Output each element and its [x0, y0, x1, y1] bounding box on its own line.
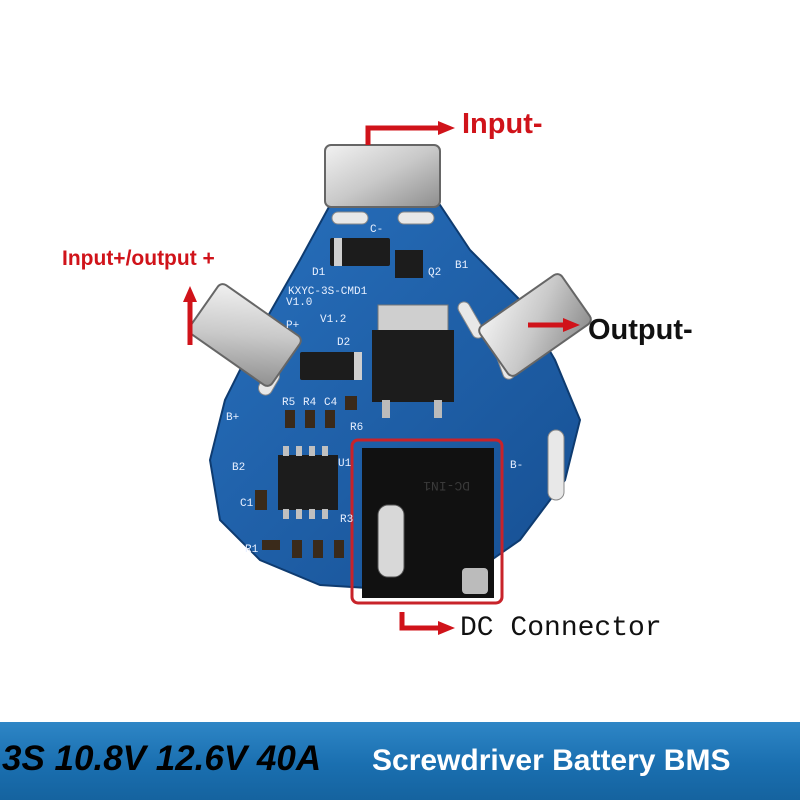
silk-c-minus: C-: [370, 224, 383, 236]
transistor-q2: [395, 250, 423, 278]
silk-r6: R6: [350, 422, 363, 434]
banner-spec-text: 3S 10.8V 12.6V 40A: [2, 739, 322, 778]
silk-r1: R1: [245, 544, 259, 556]
silk-version-a: V1.0: [286, 297, 312, 309]
label-dc-connector: DC Connector: [460, 613, 662, 644]
tab-input-pos: [188, 283, 302, 387]
silk-p-plus: P+: [286, 320, 299, 332]
silk-b1: B1: [455, 260, 469, 272]
slot-mid: [457, 301, 485, 339]
silk-u1: U1: [338, 458, 352, 470]
banner-product-text: Screwdriver Battery BMS: [372, 744, 731, 777]
slot-top-left: [331, 211, 369, 225]
silk-c1: C1: [240, 498, 254, 510]
label-input-neg: Input-: [462, 108, 543, 140]
diode-d2: [300, 352, 362, 380]
silk-r4: R4: [303, 397, 317, 409]
silk-r5: R5: [282, 397, 295, 409]
label-output-neg: Output-: [588, 314, 693, 346]
silk-dc-marking: DC-IN1: [423, 478, 470, 493]
silk-r3: R3: [340, 514, 353, 526]
diode-d1: [330, 238, 390, 266]
slot-top-right: [397, 211, 435, 225]
title-banner: [0, 722, 800, 800]
silk-q2: Q2: [428, 267, 441, 279]
dc-connector-highlight: [350, 438, 504, 605]
silk-b-minus: B-: [510, 460, 523, 472]
silk-d2: D2: [337, 337, 350, 349]
silk-b-plus: B+: [226, 412, 239, 424]
label-input-pos-output-pos: Input+/output +: [62, 247, 215, 270]
silk-d1: D1: [312, 267, 326, 279]
tab-input-neg: [324, 144, 441, 208]
silk-version-b: V1.2: [320, 314, 346, 326]
ic-u1: [278, 455, 338, 510]
silk-board-id: KXYC-3S-CMD1: [288, 286, 368, 298]
arrow-dc-connector: [399, 612, 440, 631]
silk-b2: B2: [232, 462, 245, 474]
silk-c4: C4: [324, 397, 338, 409]
arrow-input-neg: [365, 125, 440, 145]
slot-right: [547, 429, 565, 501]
